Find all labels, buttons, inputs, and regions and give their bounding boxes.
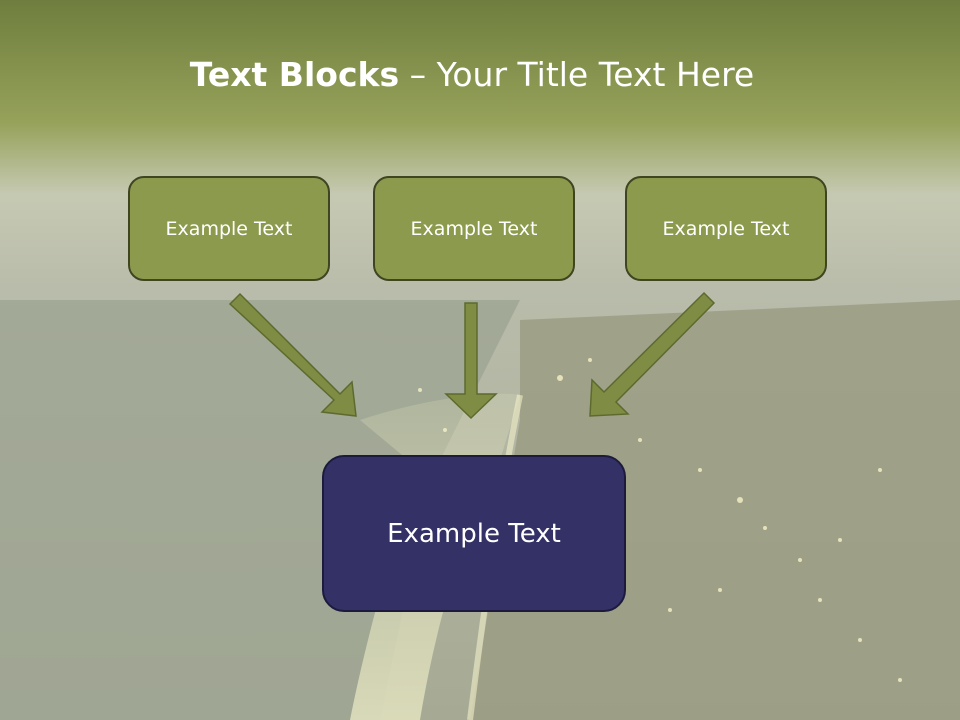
arrow-left: [228, 292, 357, 417]
top-box-1-label: Example Text: [165, 217, 293, 240]
top-box-3-label: Example Text: [662, 217, 790, 240]
top-box-3[interactable]: Example Text: [625, 176, 827, 281]
top-box-1[interactable]: Example Text: [128, 176, 330, 281]
top-box-2-label: Example Text: [410, 217, 538, 240]
top-box-2[interactable]: Example Text: [373, 176, 575, 281]
bottom-box-label: Example Text: [387, 518, 561, 549]
arrow-middle: [444, 302, 498, 420]
title-rest: Your Title Text Here: [436, 55, 755, 94]
arrow-right: [589, 291, 716, 417]
slide-title: Text Blocks – Your Title Text Here: [0, 52, 944, 98]
title-bold: Text Blocks: [189, 55, 400, 94]
title-separator: –: [399, 55, 437, 94]
bottom-box[interactable]: Example Text: [322, 455, 626, 612]
